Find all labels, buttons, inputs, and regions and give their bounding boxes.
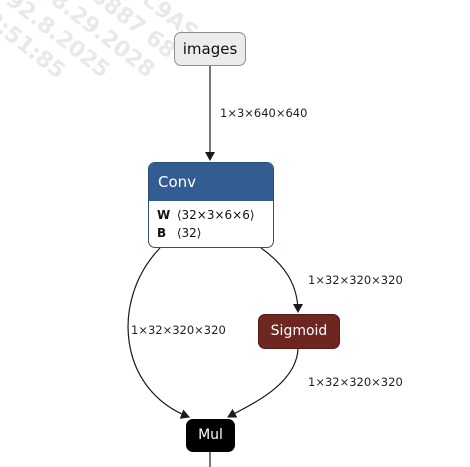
- node-sigmoid[interactable]: Sigmoid: [258, 314, 340, 349]
- attribute-name: B: [157, 226, 167, 240]
- conv-attribute-b[interactable]: B ⟨32⟩: [157, 224, 273, 242]
- node-images[interactable]: images: [174, 32, 246, 66]
- edge-label-sigmoid-mul: 1×32×320×320: [308, 375, 403, 389]
- edge-sigmoid-mul[interactable]: [227, 348, 299, 418]
- edge-conv-mul[interactable]: [127, 247, 190, 419]
- edge-label-images-conv: 1×3×640×640: [220, 106, 308, 120]
- node-conv-label: Conv: [158, 173, 197, 191]
- node-mul-label: Mul: [198, 427, 223, 443]
- node-conv-attributes: W ⟨32×3×6×6⟩ B ⟨32⟩: [149, 201, 273, 242]
- attribute-shape: ⟨32⟩: [176, 226, 202, 240]
- node-conv[interactable]: Conv W ⟨32×3×6×6⟩ B ⟨32⟩: [148, 162, 274, 248]
- attribute-shape: ⟨32×3×6×6⟩: [176, 208, 255, 222]
- node-mul[interactable]: Mul: [186, 419, 235, 452]
- node-conv-header: Conv: [149, 163, 273, 201]
- edge-conv-sigmoid[interactable]: [260, 247, 303, 313]
- edge-label-conv-mul: 1×32×320×320: [131, 323, 226, 337]
- conv-attribute-w[interactable]: W ⟨32×3×6×6⟩: [157, 206, 273, 224]
- attribute-name: W: [157, 208, 171, 222]
- node-sigmoid-label: Sigmoid: [270, 323, 328, 339]
- node-images-label: images: [182, 40, 238, 58]
- edge-label-conv-sigmoid: 1×32×320×320: [308, 273, 403, 287]
